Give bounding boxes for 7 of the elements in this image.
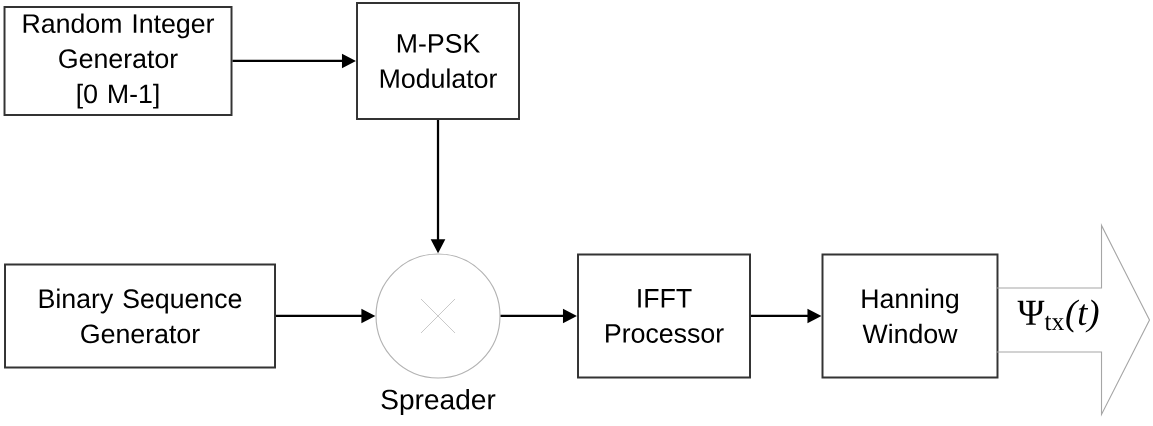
process-box: Random Integer Generator [0 M-1] <box>3 6 233 116</box>
mixer-circle <box>375 253 501 379</box>
process-box: Binary Sequence Generator <box>4 263 276 369</box>
node-caption: Spreader <box>381 388 496 416</box>
process-box: IFFT Processor <box>577 253 751 379</box>
process-box: Hanning Window <box>821 253 999 379</box>
process-box: M-PSK Modulator <box>356 2 520 120</box>
